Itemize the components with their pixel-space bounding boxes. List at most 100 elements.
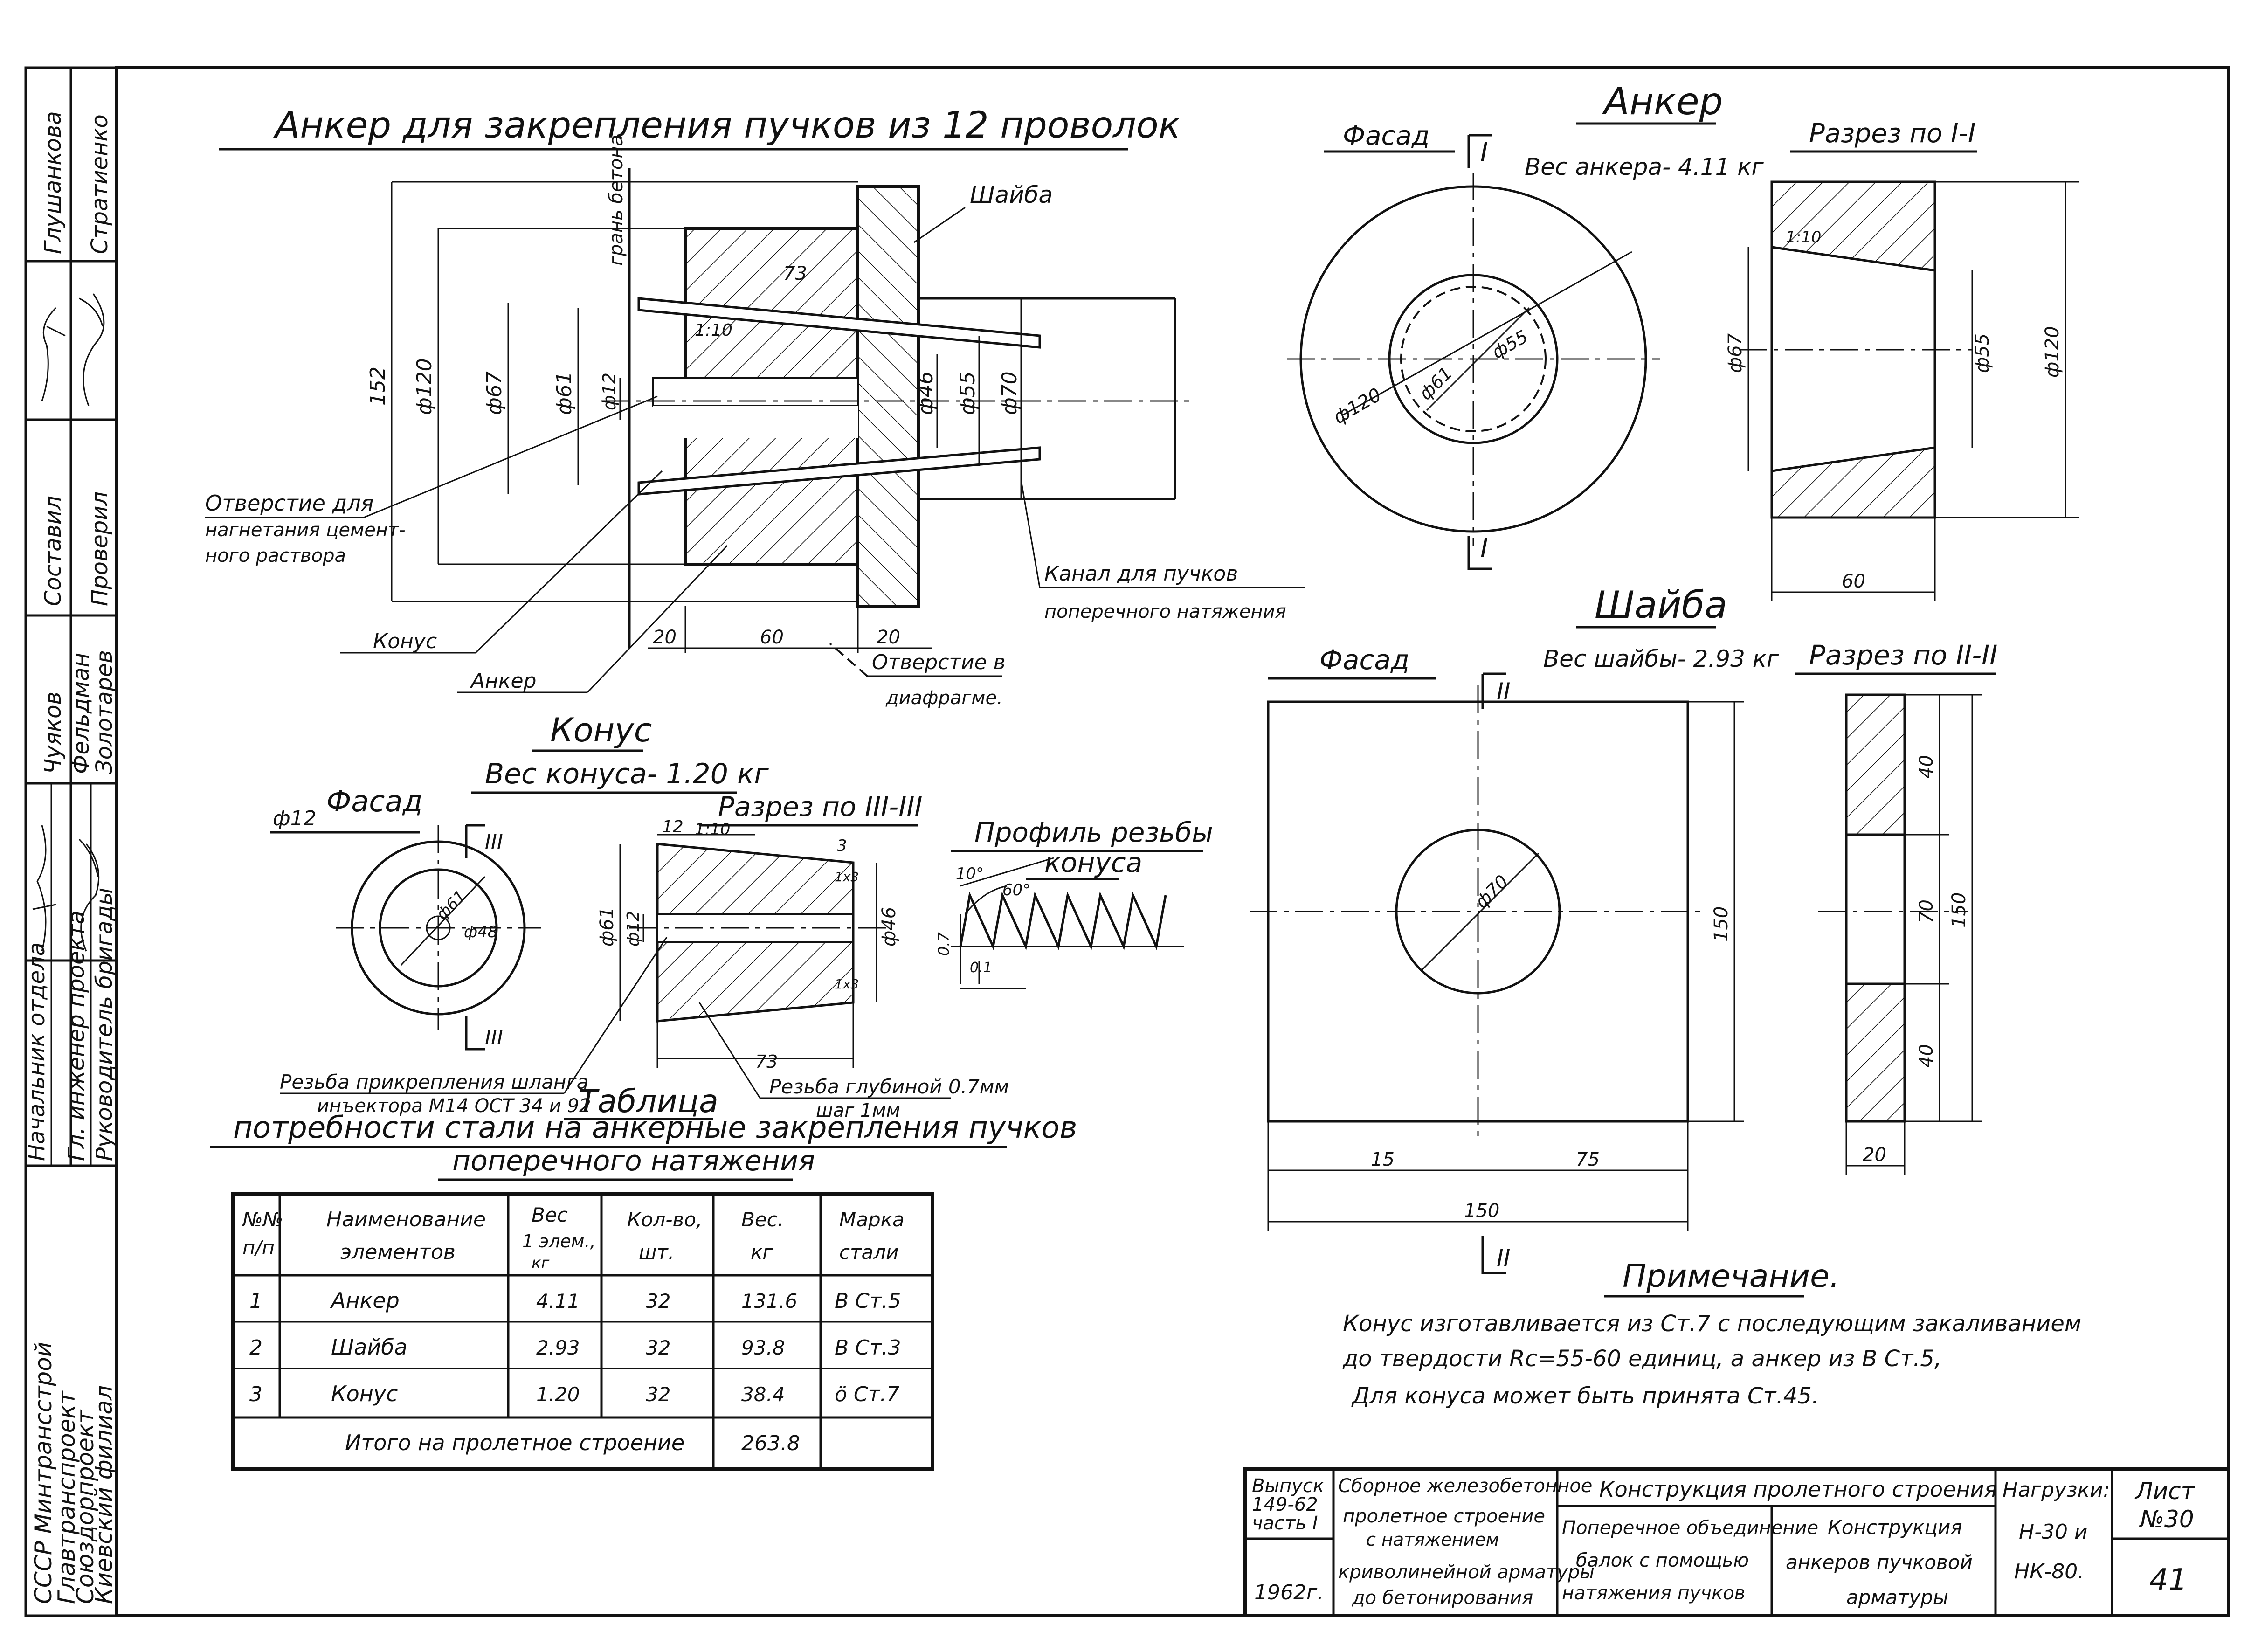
washer-section-mark-top: II <box>1497 678 1511 705</box>
stamp-org-2: Главтранспроект <box>53 1390 80 1604</box>
th-name-1: Наименование <box>326 1208 486 1231</box>
tb-issue-3: часть I <box>1252 1513 1318 1534</box>
tb-series-4: криволинейной арматуры <box>1338 1562 1595 1583</box>
th-name-2: элементов <box>340 1240 456 1264</box>
table-row: 3 Конус 1.20 32 38.4 ö Ст.7 <box>249 1381 899 1406</box>
anchor-weight: Вес анкера- 4.11 кг <box>1525 153 1764 180</box>
anchor-dim-d61: ф61 <box>1415 363 1456 404</box>
washer-dim-150-vert: 150 <box>1711 906 1732 942</box>
tb-loads-label: Нагрузки: <box>2003 1478 2110 1502</box>
anchor-section-d120: ф120 <box>2042 326 2063 378</box>
steel-table-title-2: потребности стали на анкерные закреплени… <box>233 1111 1077 1145</box>
anchor-dim-d120: ф120 <box>1330 384 1385 429</box>
steel-table-title-3: поперечного натяжения <box>452 1145 815 1177</box>
cone-weight: Вес конуса- 1.20 кг <box>485 758 769 790</box>
cell-unit-weight: 1.20 <box>536 1383 580 1406</box>
dim-d12: ф12 <box>599 373 620 410</box>
cell-grade: ö Ст.7 <box>835 1382 899 1406</box>
cell-name: Конус <box>331 1381 398 1406</box>
cell-unit-weight: 4.11 <box>536 1290 580 1313</box>
th-weight-2: кг <box>751 1241 773 1264</box>
note-line-3: Для конуса может быть принята Ст.45. <box>1351 1383 1819 1409</box>
tb-sub1-3: натяжения пучков <box>1562 1583 1745 1604</box>
stamp-name-chief: Чуяков <box>40 691 66 774</box>
th-count-2: шт. <box>639 1241 674 1264</box>
washer-section-40b: 40 <box>1916 1044 1937 1068</box>
washer-dim-15: 15 <box>1371 1149 1395 1170</box>
cone-facade-d48: ф48 <box>464 923 497 941</box>
thread-profile-title-2: конуса <box>1044 847 1142 878</box>
washer-section-40a: 40 <box>1916 755 1937 779</box>
anchor-section-mark-top: I <box>1480 137 1488 167</box>
cone-section-mark-top: III <box>485 830 503 854</box>
cell-unit-weight: 2.93 <box>536 1336 580 1359</box>
signature-4 <box>78 838 100 952</box>
th-grade-2: стали <box>839 1241 898 1264</box>
washer-section-70: 70 <box>1916 899 1937 923</box>
label-otverstie-2: нагнетания цемент- <box>205 519 406 541</box>
table-row: 2 Шайба 2.93 32 93.8 В Ст.3 <box>249 1334 901 1360</box>
stamp-role-chief-engineer: Гл. инженер проекта <box>63 911 90 1161</box>
tb-sub2-1: Конструкция <box>1828 1516 1962 1539</box>
anchor-view: Анкер Фасад I Вес анкера- 4.11 кг ф120 ф… <box>1287 80 2079 601</box>
note-line-2: до твердости Rc=55-60 единиц, а анкер из… <box>1342 1346 1941 1372</box>
stamp-name-compiled: Глушанкова <box>40 111 66 254</box>
label-otverstie-diafragme-2: диафрагме. <box>885 687 1003 709</box>
cone-section-mark-bottom: III <box>485 1026 503 1050</box>
tb-sub2-2: анкеров пучковой <box>1786 1551 1973 1574</box>
tb-issue-1: Выпуск <box>1252 1475 1324 1497</box>
tb-sheet-label: Лист <box>2134 1478 2196 1505</box>
cone-section-chamfer-2: 1х3 <box>835 976 859 992</box>
thread-profile-view: Профиль резьбы конуса 10° 60° 0.7 0.1 <box>935 816 1213 989</box>
tb-series-1: Сборное железобетонное <box>1338 1475 1592 1497</box>
cell-grade: В Ст.3 <box>835 1336 901 1360</box>
cone-d12: ф12 <box>273 807 317 830</box>
anchor-title: Анкер <box>1602 80 1723 123</box>
dim-d67: ф67 <box>483 371 506 415</box>
stamp-name-chief-engineer: Фельдман <box>68 653 94 774</box>
tb-loads-2: НК-80. <box>2014 1560 2084 1583</box>
cone-title: Конус <box>550 711 652 749</box>
cone-section-chamfer-1: 1х3 <box>835 869 859 885</box>
cell-name: Шайба <box>331 1334 407 1360</box>
tb-issue-2: 149-62 <box>1252 1494 1318 1515</box>
tb-series-2: пролетное строение <box>1343 1506 1545 1527</box>
th-num-1: №№ <box>242 1208 283 1231</box>
thread-angle-10: 10° <box>956 864 984 883</box>
cell-count: 32 <box>646 1383 670 1406</box>
stamp-role-chief: Начальник отдела <box>24 942 50 1161</box>
dim-d46: ф46 <box>914 371 938 415</box>
stamp-role-compiled: Составил <box>40 496 66 606</box>
label-otverstie-1: Отверстие для <box>205 491 373 516</box>
steel-table: Таблица потребности стали на анкерные за… <box>210 1083 1077 1471</box>
signature-2 <box>79 293 105 406</box>
label-kanal-2: поперечного натяжения <box>1044 601 1286 622</box>
washer-section-20: 20 <box>1863 1144 1886 1166</box>
title-block: Выпуск 149-62 часть I 1962г. Сборное жел… <box>1243 1467 2230 1617</box>
cone-section-taper: 1:10 <box>695 820 730 839</box>
cell-grade: В Ст.5 <box>835 1289 901 1313</box>
washer-dim-150: 150 <box>1464 1200 1499 1222</box>
cone-thread-hose-2: инъектора М14 ОСТ 34 и 92 <box>317 1095 591 1117</box>
cell-num: 3 <box>249 1382 262 1406</box>
table-row: 1 Анкер 4.11 32 131.6 В Ст.5 <box>249 1288 901 1313</box>
cell-count: 32 <box>646 1336 670 1359</box>
washer-section-150: 150 <box>1948 892 1970 928</box>
washer-dim-75: 75 <box>1576 1149 1600 1170</box>
table-total-label: Итого на пролетное строение <box>345 1430 684 1455</box>
dim-60: 60 <box>760 627 784 648</box>
label-anker: Анкер <box>470 669 536 693</box>
signature-3 <box>32 825 56 952</box>
anchor-section-w60: 60 <box>1842 571 1865 592</box>
label-gran-betona: грань бетона <box>606 135 627 266</box>
cone-thread-hose-1: Резьба прикрепления шланга <box>280 1071 588 1093</box>
note-title: Примечание. <box>1623 1258 1840 1295</box>
cone-section-12: 12 <box>662 817 684 836</box>
cone-section-title: Разрез по III-III <box>718 791 923 823</box>
anchor-section-d55: ф55 <box>1972 333 1993 373</box>
cone-section-d46: ф46 <box>878 907 900 947</box>
dim-d70: ф70 <box>998 371 1022 415</box>
cell-count: 32 <box>646 1290 670 1313</box>
label-otverstie-diafragme-1: Отверстие в <box>872 650 1006 674</box>
